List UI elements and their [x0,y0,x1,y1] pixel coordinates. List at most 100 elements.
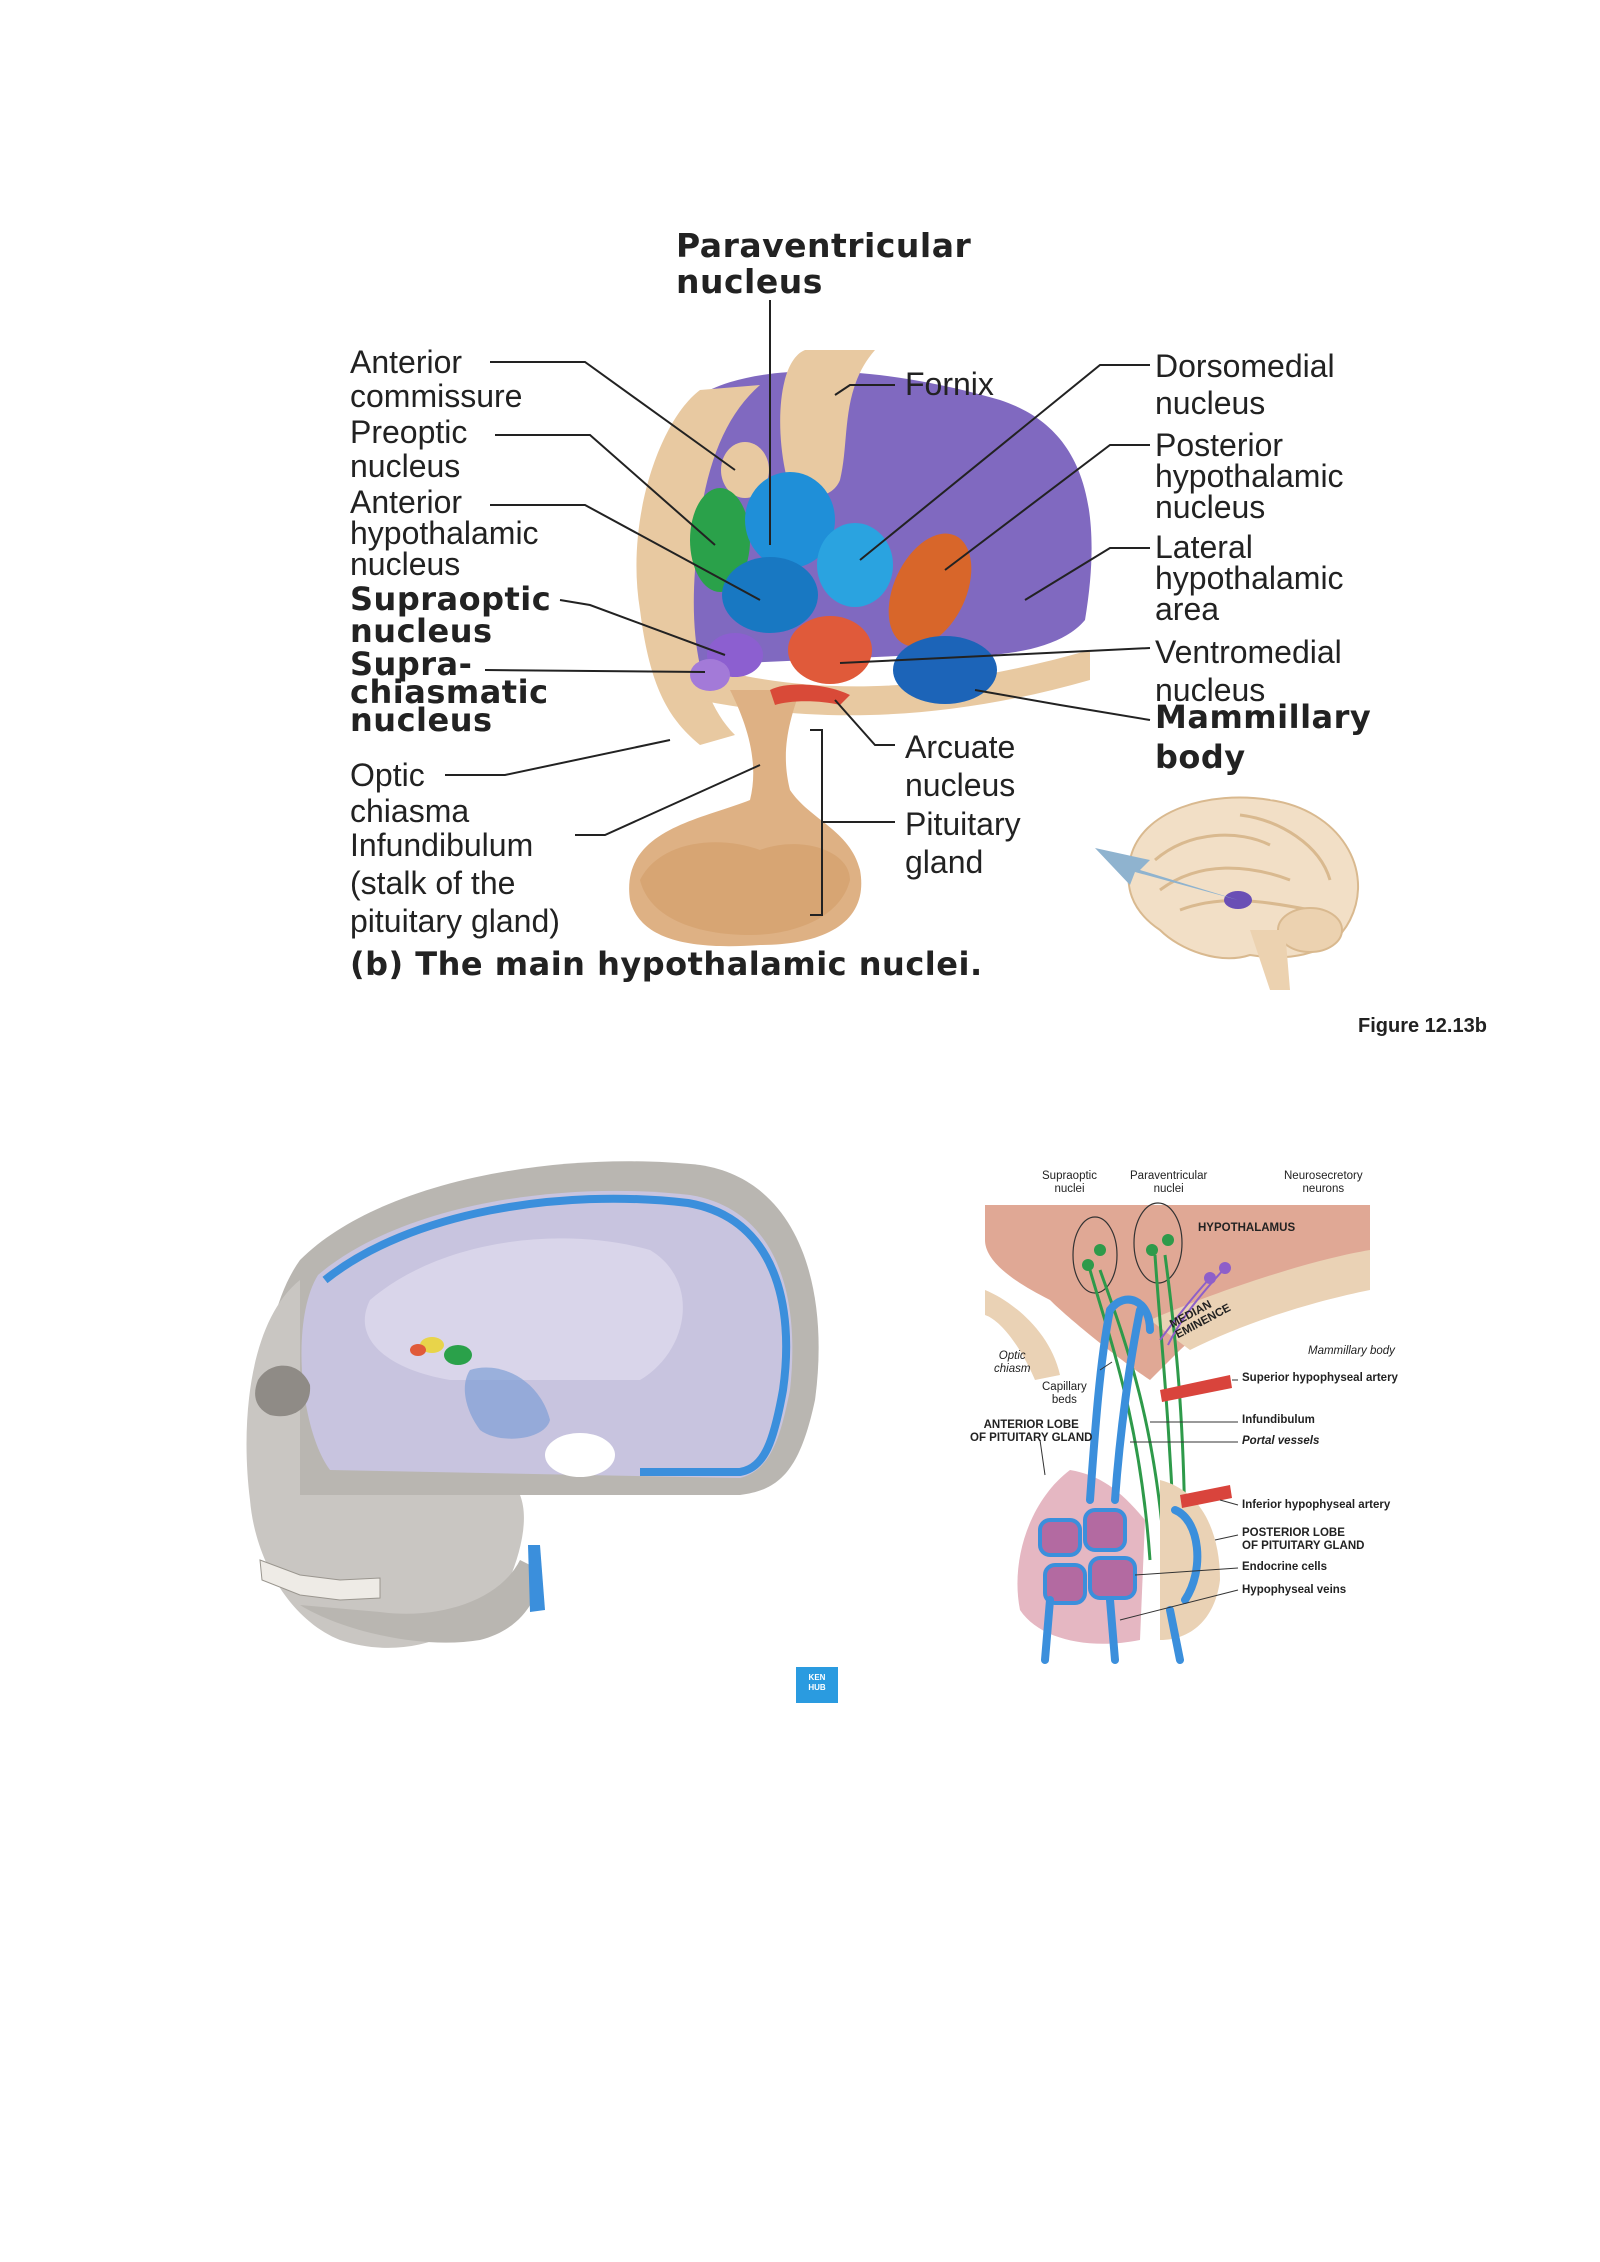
portal-label-paraventricular-line2: nuclei [1153,1183,1184,1195]
portal-vessel-1 [1086,1306,1114,1504]
teeth [259,1559,381,1601]
endocrine-cell-1 [1038,1518,1082,1557]
label-ventromedial-line1: Ventromedial [1155,634,1342,670]
portal-label-posterior-lobe-line1: POSTERIOR LOBE [1242,1527,1345,1539]
portal-label-neurosecretory-line1: Neurosecretory [1284,1170,1363,1182]
label-suprachiasmatic-line2: chiasmatic [350,673,549,711]
portal-leader-inferior [1219,1499,1239,1506]
brain-inset [1095,796,1359,990]
fornix-shape [780,350,875,497]
posterior-capillary [1171,1506,1202,1604]
figure-number: Figure 12.13b [1358,1015,1487,1037]
leader-anterior-hypothalamic [490,504,761,601]
label-mammillary-line1: Mammillary [1155,698,1372,736]
jaw [300,1560,540,1643]
label-mammillary-line2: body [1155,738,1246,776]
label-supraoptic-line1: Supraoptic [350,580,552,618]
tan-wall [636,385,760,745]
paraventricular-nucleus-shape [745,472,835,568]
portal-label-capillary-line1: Capillary [1042,1381,1087,1393]
label-lateral-hypothalamic-line3: area [1155,591,1220,627]
skull-inner-cavity [301,1190,793,1478]
hypothalamus-diagram [445,300,1359,990]
label-anterior-hypothalamic-line2: hypothalamic [350,515,539,551]
label-posterior-hypothalamic-line3: nucleus [1155,489,1266,525]
endocrine-cell-2 [1083,1508,1127,1552]
portal-label-optic-line1: Optic [998,1350,1026,1362]
neuron-axon-1 [1088,1269,1152,1561]
inferior-hypophyseal-artery [1180,1485,1232,1508]
dura-blue-line [322,1194,791,1476]
label-anterior-commissure: Anterior commissure [350,345,522,413]
label-paraventricular: Paraventricular nucleus [676,228,971,300]
neuron-body-2 [1094,1244,1106,1256]
anterior-hypothalamic-nucleus-shape [722,557,818,633]
neurosecretory-neuron-2 [1219,1262,1231,1274]
posterior-hypothalamic-nucleus-shape [888,533,972,647]
leader-preoptic [495,434,716,546]
hypophyseal-vein-3 [1166,1606,1184,1664]
neuron-body-3 [1146,1244,1158,1256]
label-pituitary: Pituitary gland [905,805,1021,881]
endocrine-cell-3 [1043,1563,1087,1605]
label-suprachiasmatic-line1: Supra- [350,645,473,683]
suprachiasmatic-nucleus-shape [690,659,730,691]
eye-socket [255,1365,311,1417]
label-infundibulum: Infundibulum (stalk of the pituitary gla… [350,826,560,940]
label-infundibulum-line3: pituitary gland) [350,903,560,939]
portal-label-portal: Portal vessels [1242,1435,1320,1447]
paraventricular-nuclei-outline [1133,1202,1183,1284]
leader-posterior [944,444,1150,571]
kenhub-logo: KEN HUB [796,1673,838,1693]
label-arcuate: Arcuate nucleus [905,728,1015,804]
neuron-axon-2 [1098,1269,1167,1561]
brain-gyri [1154,813,1332,912]
leader-infundibulum [575,764,761,836]
capillary-loop [1106,1295,1154,1334]
label-supraoptic: Supraoptic nucleus [350,583,551,647]
portal-leader-posterior [1214,1534,1239,1541]
ventromedial-nucleus-shape [788,616,872,684]
leader-supraoptic [559,599,726,656]
label-optic-chiasma-line2: chiasma [350,793,470,829]
skull-face [246,1280,524,1648]
label-arcuate-line1: Arcuate [905,729,1016,765]
leader-ventromedial [839,647,1151,664]
label-ventromedial-line2: nucleus [1155,672,1266,708]
kenhub-logo-line1: KEN [808,1673,826,1682]
venous-sinus-mesh [464,1367,550,1439]
skull-vault [266,1161,819,1495]
portal-leader-anterior [1039,1439,1046,1476]
label-lateral-hypothalamic-line2: hypothalamic [1155,560,1344,596]
neuron-body-4 [1162,1234,1174,1246]
label-anterior-commissure-line2: commissure [350,378,523,414]
supraoptic-nuclei-outline [1072,1216,1118,1294]
brainstem [1250,930,1290,990]
portal-label-anterior-lobe-line2: OF PITUITARY GLAND [970,1432,1093,1444]
label-infundibulum-line2: (stalk of the [350,865,516,901]
portal-label-neurosecretory: Neurosecretory neurons [1284,1170,1363,1196]
portal-leader-endocrine [1134,1567,1239,1576]
label-optic-chiasma-line1: Optic [350,757,425,793]
inset-arrow [1095,848,1238,900]
cerebellum [1277,907,1343,953]
portal-label-hypothalamus: HYPOTHALAMUS [1198,1222,1296,1234]
portal-label-posterior-lobe: POSTERIOR LOBE OF PITUITARY GLAND [1242,1527,1364,1553]
pituitary-texture [640,842,850,935]
label-optic-chiasma: Optic chiasma [350,757,469,829]
preoptic-nucleus-shape [690,488,750,592]
leader-suprachiasmatic [484,669,706,673]
portal-label-paraventricular-line1: Paraventricular [1130,1170,1208,1182]
label-anterior-commissure-line1: Anterior [350,344,463,380]
portal-label-optic-line2: chiasm [994,1363,1031,1375]
leader-mammillary [974,689,1151,721]
label-ventromedial: Ventromedial nucleus [1155,633,1342,709]
label-pituitary-line2: gland [905,844,984,880]
portal-label-supraoptic-line2: nuclei [1054,1183,1085,1195]
kenhub-logo-line2: HUB [808,1683,826,1692]
label-lateral-hypothalamic: Lateral hypothalamic area [1155,529,1344,627]
label-posterior-hypothalamic-line1: Posterior [1155,427,1284,463]
label-anterior-hypothalamic-line1: Anterior [350,484,463,520]
label-lateral-hypothalamic-line1: Lateral [1155,529,1253,565]
leader-optic-chiasma [445,739,671,776]
